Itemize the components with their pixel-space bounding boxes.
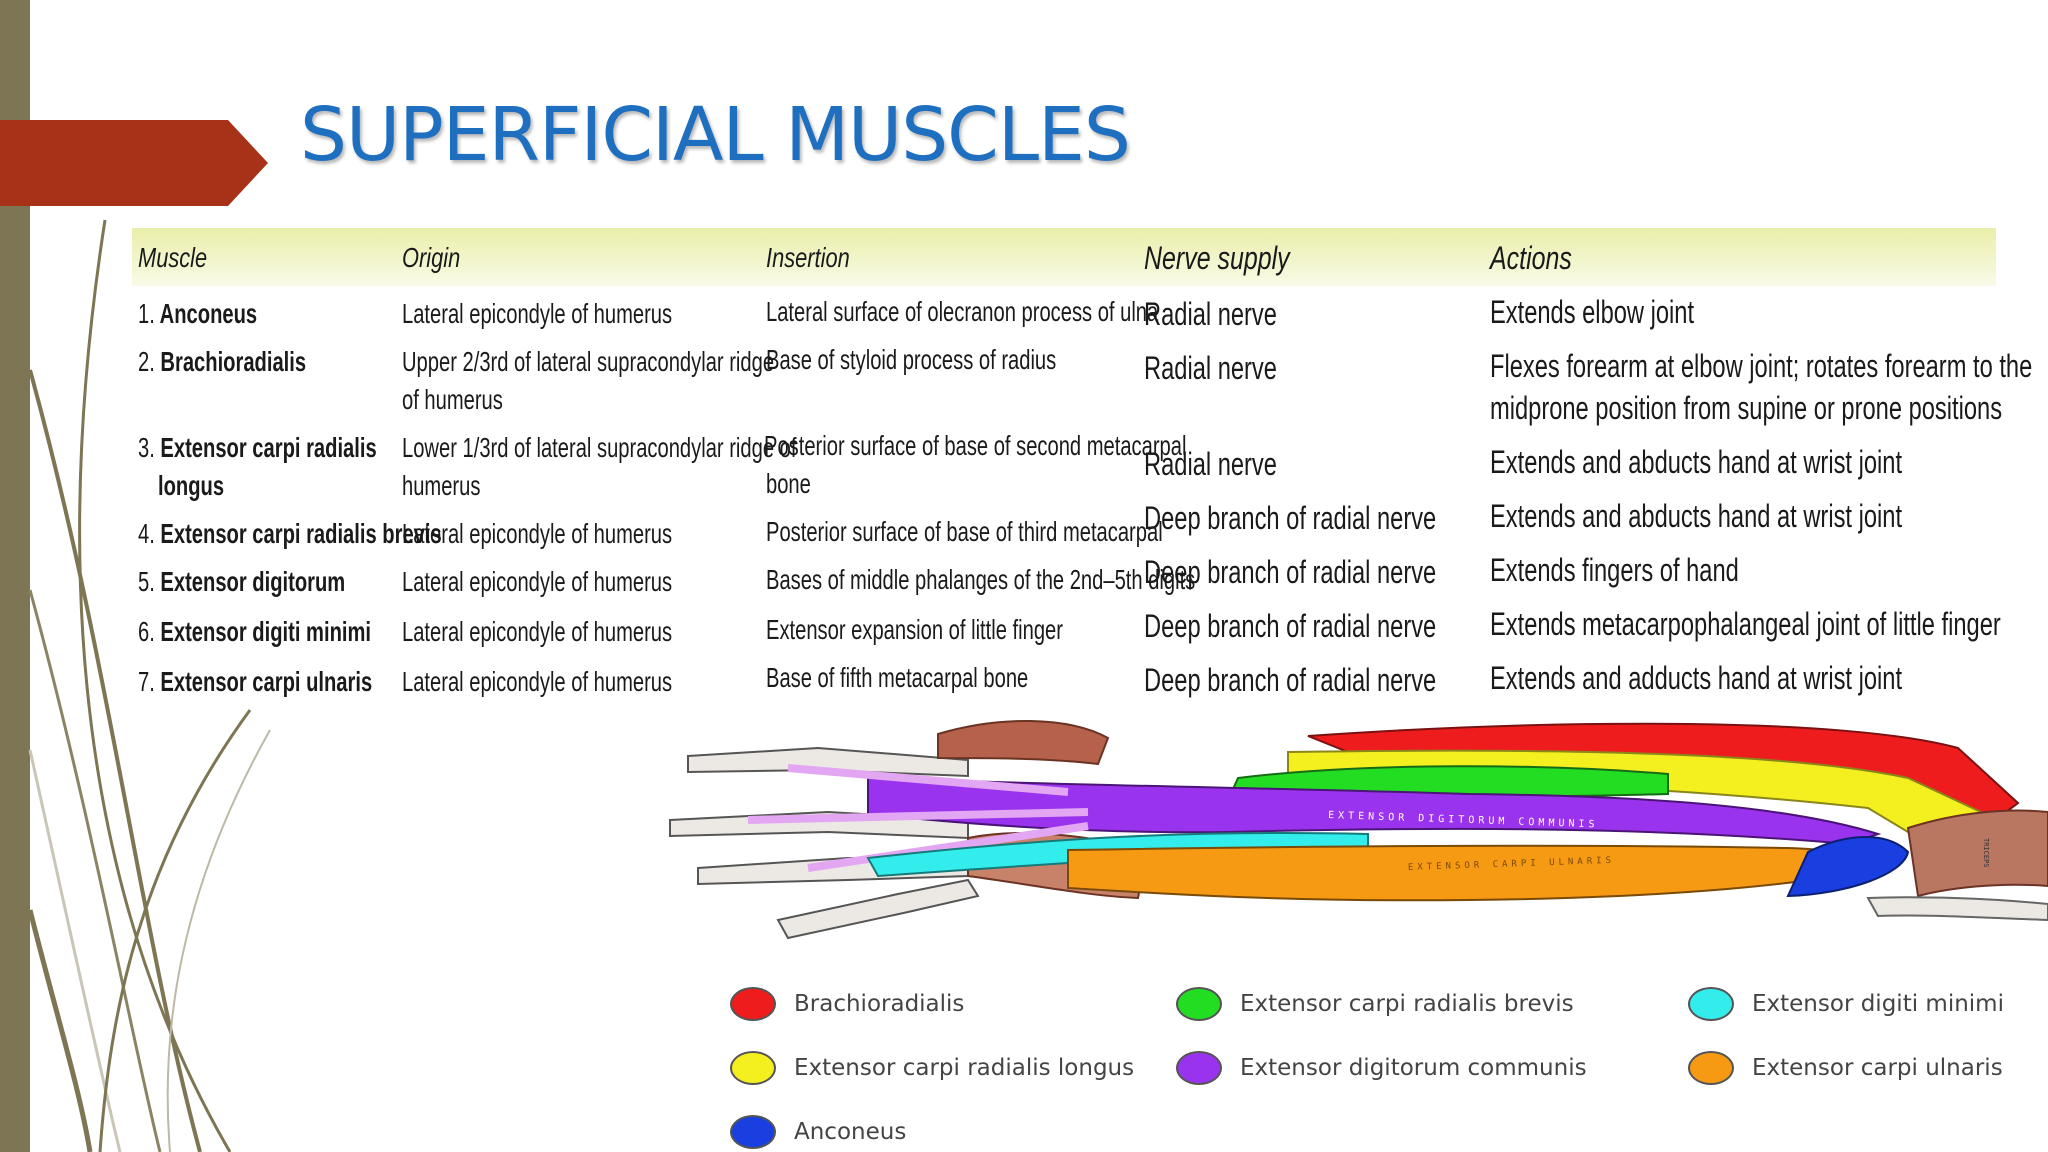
table-row-2-nerve: Radial nerve bbox=[1144, 350, 1277, 386]
anconeus-shape bbox=[1786, 836, 1910, 898]
legend-swatch-red bbox=[730, 987, 776, 1021]
header-muscle: Muscle bbox=[138, 242, 208, 273]
table-row-1-origin: Lateral epicondyle of humerus bbox=[402, 298, 673, 329]
table-row-4-muscle: 4. Extensor carpi radialis brevis bbox=[138, 518, 442, 549]
legend-label: Anconeus bbox=[794, 1119, 907, 1145]
table-row-1-nerve: Radial nerve bbox=[1144, 296, 1277, 332]
table-row-7-nerve: Deep branch of radial nerve bbox=[1144, 662, 1437, 698]
table-row-7-origin: Lateral epicondyle of humerus bbox=[402, 666, 673, 697]
legend-item-extensor-carpi-radialis-longus: Extensor carpi radialis longus bbox=[730, 1046, 1134, 1090]
table-row-5-nerve: Deep branch of radial nerve bbox=[1144, 554, 1437, 590]
legend-swatch-blue bbox=[730, 1115, 776, 1149]
header-actions: Actions bbox=[1490, 240, 1572, 276]
table-row-4-action: Extends and abducts hand at wrist joint bbox=[1490, 498, 1903, 534]
legend-item-extensor-carpi-ulnaris: Extensor carpi ulnaris bbox=[1688, 1046, 2003, 1090]
legend-label: Extensor carpi radialis brevis bbox=[1240, 991, 1574, 1017]
table-row-3-action: Extends and abducts hand at wrist joint bbox=[1490, 444, 1903, 480]
legend-item-anconeus: Anconeus bbox=[730, 1110, 906, 1152]
table-row-4-insertion: Posterior surface of base of third metac… bbox=[766, 516, 1163, 547]
slide-title: SUPERFICIAL MUSCLES bbox=[300, 92, 1131, 178]
legend-item-brachioradialis: Brachioradialis bbox=[730, 982, 964, 1026]
triceps-illustration-label: TRICEPS bbox=[1982, 838, 1990, 868]
table-row-7-action: Extends and adducts hand at wrist joint bbox=[1490, 660, 1903, 696]
legend-label: Brachioradialis bbox=[794, 991, 965, 1017]
legend-item-extensor-carpi-radialis-brevis: Extensor carpi radialis brevis bbox=[1176, 982, 1574, 1026]
table-row-5-action: Extends fingers of hand bbox=[1490, 552, 1739, 588]
table-row-6-nerve: Deep branch of radial nerve bbox=[1144, 608, 1437, 644]
table-row-1-action: Extends elbow joint bbox=[1490, 294, 1695, 330]
elbow-muscle-shape bbox=[1906, 809, 2048, 898]
extensor-carpi-ulnaris-shape bbox=[1067, 844, 1870, 902]
table-row-2-insertion: Base of styloid process of radius bbox=[766, 344, 1057, 375]
table-row-4-origin: Lateral epicondyle of humerus bbox=[402, 518, 673, 549]
digitorum-tendons bbox=[747, 764, 1089, 872]
muscle-table: Muscle Origin Insertion Nerve supply Act… bbox=[132, 228, 2032, 708]
legend-swatch-green bbox=[1176, 987, 1222, 1021]
elbow-skin bbox=[1866, 896, 2048, 922]
table-row-2-action-line2: midprone position from supine or prone p… bbox=[1490, 390, 2003, 426]
header-origin: Origin bbox=[402, 242, 461, 273]
table-row-6-origin: Lateral epicondyle of humerus bbox=[402, 616, 673, 647]
legend-item-extensor-digiti-minimi: Extensor digiti minimi bbox=[1688, 982, 2004, 1026]
table-row-3-nerve: Radial nerve bbox=[1144, 446, 1277, 482]
legend-item-extensor-digitorum-communis: Extensor digitorum communis bbox=[1176, 1046, 1587, 1090]
legend-swatch-cyan bbox=[1688, 987, 1734, 1021]
table-row-6-insertion: Extensor expansion of little finger bbox=[766, 614, 1063, 645]
table-row-3-insertion: Posterior surface of base of second meta… bbox=[764, 430, 1187, 461]
table-row-4-nerve: Deep branch of radial nerve bbox=[1144, 500, 1437, 536]
table-row-2-origin: Upper 2/3rd of lateral supracondylar rid… bbox=[402, 346, 775, 377]
legend-label: Extensor carpi ulnaris bbox=[1752, 1055, 2003, 1081]
table-row-5-origin: Lateral epicondyle of humerus bbox=[402, 566, 673, 597]
legend-label: Extensor carpi radialis longus bbox=[794, 1055, 1135, 1081]
table-row-3-origin-line2: humerus bbox=[402, 470, 481, 501]
legend-swatch-orange bbox=[1688, 1051, 1734, 1085]
table-row-1-muscle: 1. Anconeus bbox=[138, 298, 258, 329]
table-row-6-muscle: 6. Extensor digiti minimi bbox=[138, 616, 372, 647]
hand-muscle-upper bbox=[937, 720, 1110, 766]
table-row-1-insertion: Lateral surface of olecranon process of … bbox=[766, 296, 1159, 327]
table-header-band bbox=[132, 228, 1996, 286]
table-row-3-insertion-line2: bone bbox=[766, 468, 811, 499]
extensor-digitorum-communis-shape bbox=[867, 776, 1882, 846]
table-row-6-action: Extends metacarpophalangeal joint of lit… bbox=[1490, 606, 2001, 642]
legend-swatch-purple bbox=[1176, 1051, 1222, 1085]
header-insertion: Insertion bbox=[766, 242, 850, 273]
decorative-curves bbox=[27, 219, 271, 1152]
table-row-3-muscle: 3. Extensor carpi radialis bbox=[138, 432, 377, 463]
table-row-2-action: Flexes forearm at elbow joint; rotates f… bbox=[1490, 348, 2033, 384]
table-row-5-muscle: 5. Extensor digitorum bbox=[138, 566, 346, 597]
title-arrow-shape bbox=[0, 120, 268, 206]
table-row-7-insertion: Base of fifth metacarpal bone bbox=[766, 662, 1029, 693]
table-row-7-muscle: 7. Extensor carpi ulnaris bbox=[138, 666, 373, 697]
table-row-3-muscle-line2: longus bbox=[158, 470, 225, 501]
table-row-2-origin-line2: of humerus bbox=[402, 384, 503, 415]
table-row-5-insertion: Bases of middle phalanges of the 2nd–5th… bbox=[766, 564, 1196, 595]
header-nerve-supply: Nerve supply bbox=[1144, 240, 1290, 276]
table-row-2-muscle: 2. Brachioradialis bbox=[138, 346, 307, 377]
legend-label: Extensor digiti minimi bbox=[1752, 991, 2004, 1017]
legend-swatch-yellow bbox=[730, 1051, 776, 1085]
forearm-muscle-illustration: EXTENSOR DIGITORUM COMMUNIS EXTENSOR CAR… bbox=[669, 720, 2048, 940]
legend-label: Extensor digitorum communis bbox=[1240, 1055, 1587, 1081]
table-row-3-origin: Lower 1/3rd of lateral supracondylar rid… bbox=[402, 432, 797, 463]
